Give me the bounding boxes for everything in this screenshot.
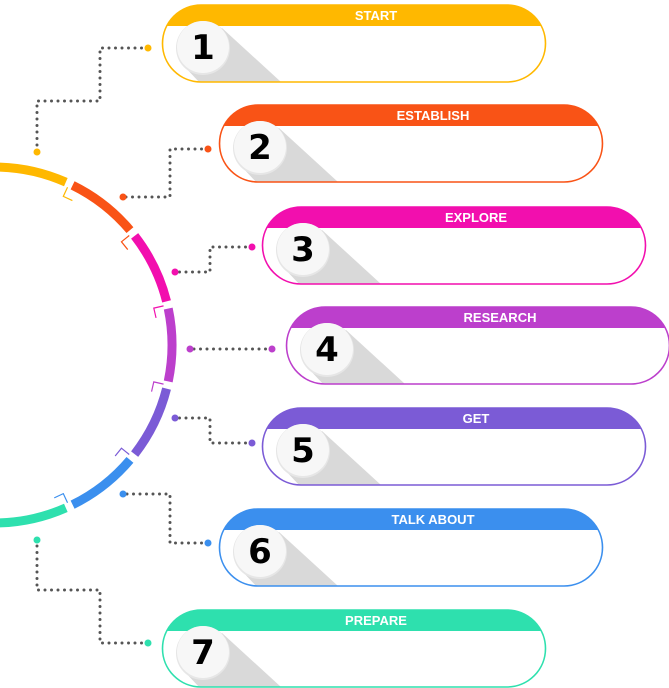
arrow-icon: [153, 305, 164, 318]
connector-dot: [33, 148, 41, 156]
step-label: RESEARCH: [464, 310, 537, 325]
connectors: [33, 44, 276, 647]
connector-dot: [144, 639, 152, 647]
connector-7: [33, 536, 152, 647]
arrow-icon: [53, 492, 69, 503]
number-badge: [234, 525, 286, 577]
card-border: [218, 104, 604, 183]
connector-dot: [33, 536, 41, 544]
step-card-3: EXPLORE 3: [261, 206, 647, 285]
number-badge: [277, 223, 329, 275]
step-number: 4: [315, 330, 339, 370]
card-border: [261, 206, 647, 285]
connector-4: [186, 345, 276, 353]
card-border: [161, 4, 547, 83]
dotted-line: [35, 46, 150, 154]
connector-dot: [186, 345, 194, 353]
number-badge: [234, 121, 286, 173]
progress-arc: [0, 162, 177, 528]
arc-segment-6: [70, 456, 134, 509]
dotted-line: [35, 538, 150, 645]
dotted-line: [173, 416, 254, 445]
step-number: 1: [191, 28, 215, 68]
card-header: [263, 207, 645, 228]
step-card-5: GET 5: [261, 407, 647, 486]
step-card-7: PREPARE 7: [161, 609, 547, 688]
card-header: [287, 307, 669, 328]
dotted-line: [173, 245, 254, 274]
connector-1: [33, 44, 152, 156]
number-badge: [177, 21, 229, 73]
arrow-icon: [62, 187, 73, 202]
card-header: [263, 408, 645, 429]
connector-5: [171, 414, 256, 447]
connector-dot: [268, 345, 276, 353]
step-label: EXPLORE: [445, 210, 507, 225]
connector-dot: [204, 539, 212, 547]
connector-dot: [119, 490, 127, 498]
connector-dot: [248, 439, 256, 447]
card-header: [220, 105, 602, 126]
connector-dot: [171, 414, 179, 422]
step-label: ESTABLISH: [397, 108, 470, 123]
step-number: 5: [291, 431, 315, 471]
card-border: [218, 508, 604, 587]
number-badge: [277, 424, 329, 476]
step-card-1: START 1: [161, 4, 547, 83]
step-number: 6: [248, 532, 272, 572]
arc-segment-4: [163, 307, 177, 383]
connector-dot: [171, 268, 179, 276]
card-header: [163, 610, 545, 631]
connector-3: [171, 243, 256, 276]
step-card-4: RESEARCH 4: [285, 306, 669, 385]
dotted-line: [121, 147, 210, 199]
step-number: 2: [248, 128, 272, 168]
arc-segment-2: [70, 181, 134, 234]
step-label: PREPARE: [345, 613, 407, 628]
card-header: [220, 509, 602, 530]
number-badge: [177, 626, 229, 678]
step-label: TALK ABOUT: [391, 512, 474, 527]
connector-dot: [119, 193, 127, 201]
card-border: [161, 609, 547, 688]
step-number: 7: [191, 633, 215, 673]
arrow-icon: [150, 381, 164, 392]
connector-dot: [248, 243, 256, 251]
card-border: [285, 306, 669, 385]
arc-segment-1: [0, 162, 68, 187]
number-badge: [301, 323, 353, 375]
dotted-line: [121, 492, 210, 545]
arc-segment-7: [0, 503, 68, 528]
connector-dot: [204, 145, 212, 153]
arrow-icon: [120, 235, 130, 250]
step-card-2: ESTABLISH 2: [218, 104, 604, 183]
connector-6: [119, 490, 212, 547]
arc-segment-3: [131, 233, 171, 303]
arrow-icon: [114, 447, 130, 457]
step-label: START: [355, 8, 397, 23]
step-label: GET: [463, 411, 490, 426]
card-header: [163, 5, 545, 26]
arc-segment-5: [131, 387, 171, 457]
step-card-6: TALK ABOUT 6: [218, 508, 604, 587]
step-number: 3: [291, 230, 315, 270]
connector-dot: [144, 44, 152, 52]
card-border: [261, 407, 647, 486]
connector-2: [119, 145, 212, 201]
